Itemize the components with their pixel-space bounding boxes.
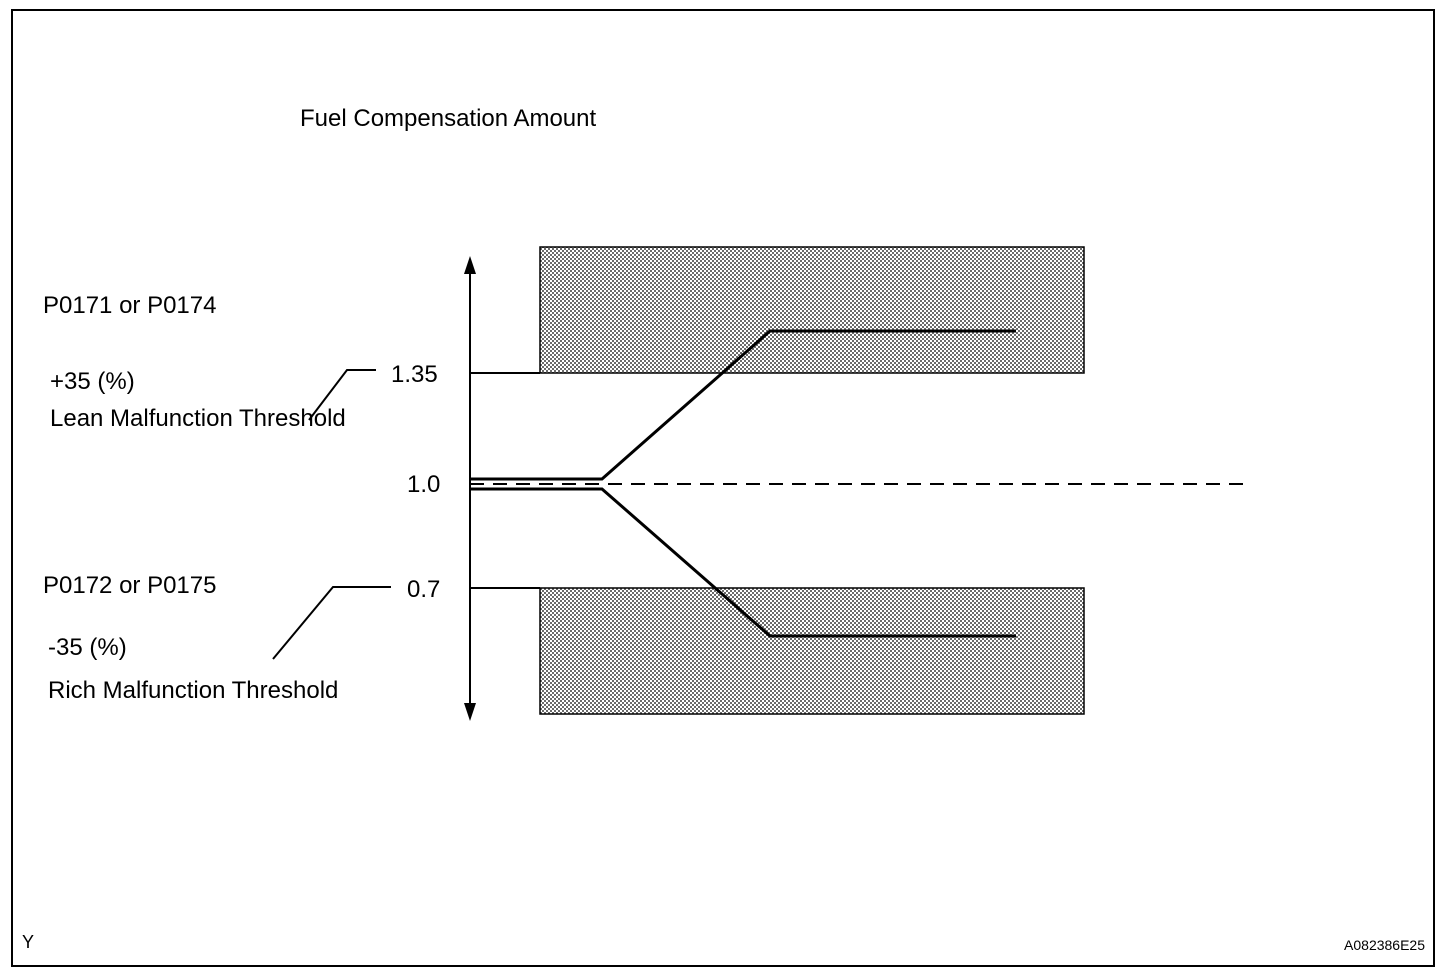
- rich-percent-label: -35 (%): [48, 634, 127, 661]
- rich-threshold-label: Rich Malfunction Threshold: [48, 677, 338, 704]
- rich-trace-line: [470, 487, 1016, 638]
- lean-threshold-label: Lean Malfunction Threshold: [50, 405, 346, 432]
- corner-letter: Y: [22, 932, 34, 952]
- lean-trace-line: [470, 329, 1016, 481]
- figure-code: A082386E25: [1344, 937, 1425, 953]
- lean-percent-label: +35 (%): [50, 368, 135, 395]
- tick-label-center: 1.0: [407, 471, 440, 498]
- lean-leader-line: [308, 369, 376, 421]
- axis-arrow-down: [464, 703, 476, 721]
- tick-label-lower: 0.7: [407, 576, 440, 603]
- lean-malfunction-zone: [539, 246, 1085, 374]
- axis-arrow-up: [464, 256, 476, 274]
- rich-dtc-label: P0172 or P0175: [43, 572, 216, 599]
- diagram-title: Fuel Compensation Amount: [300, 105, 597, 132]
- rich-malfunction-zone: [539, 587, 1085, 715]
- tick-label-upper: 1.35: [391, 361, 438, 388]
- rich-leader-line: [272, 586, 391, 660]
- figure-border: [11, 9, 1435, 967]
- lean-dtc-label: P0171 or P0174: [43, 292, 216, 319]
